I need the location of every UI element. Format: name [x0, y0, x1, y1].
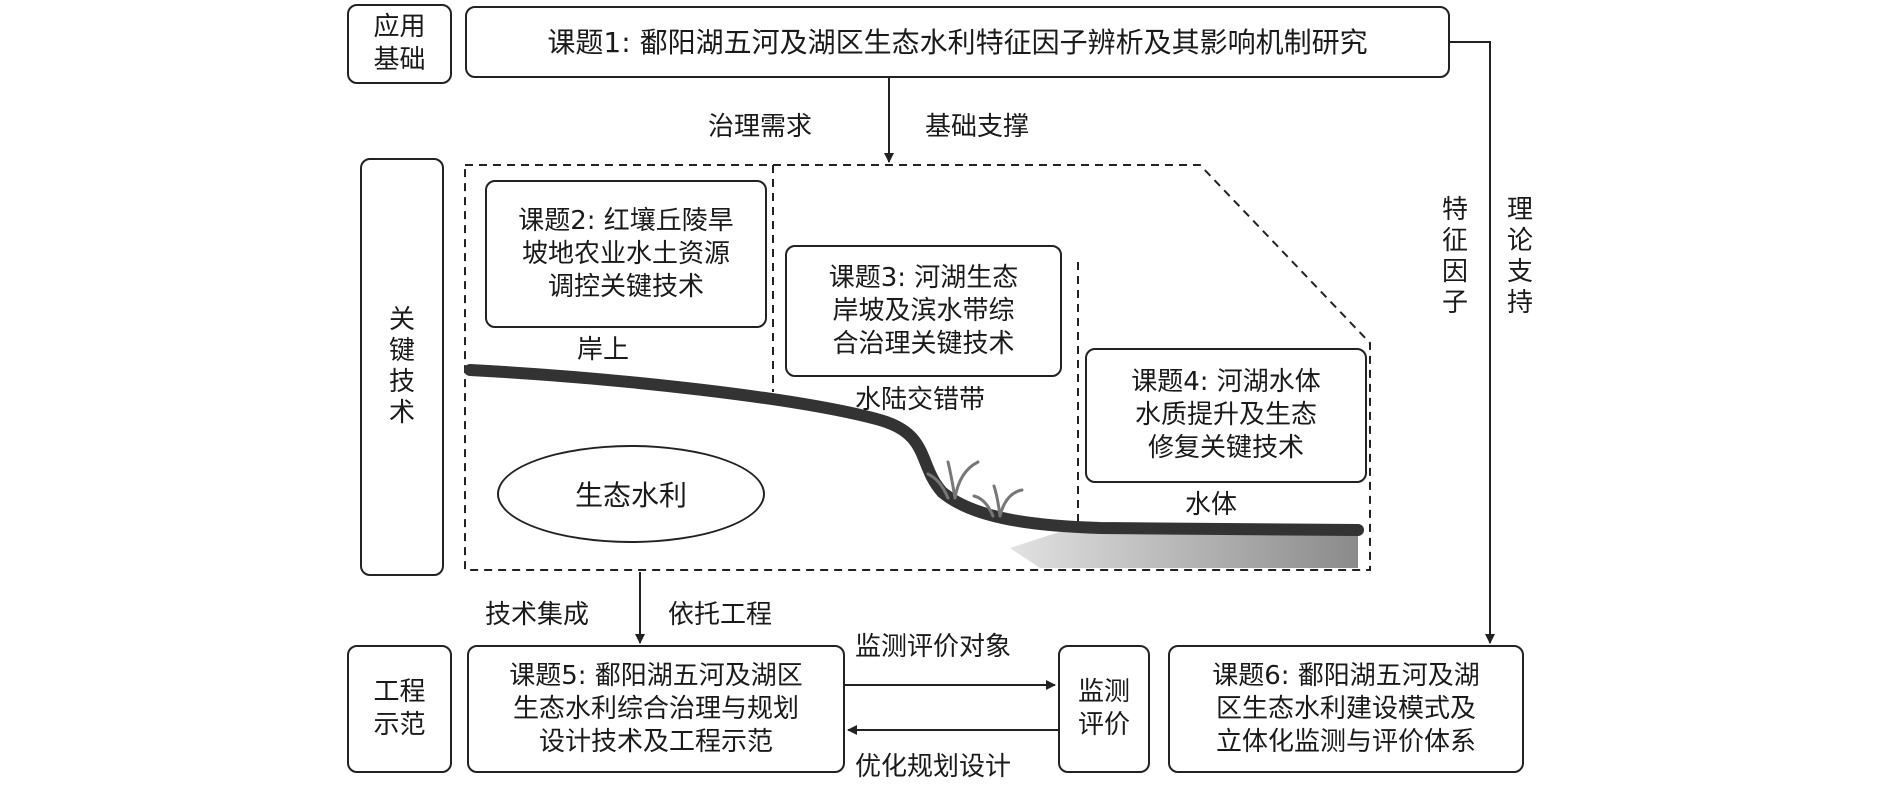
- flow-label-theory-support: 理论支持: [1506, 195, 1533, 318]
- flow-label-governance-demand: 治理需求: [708, 112, 813, 142]
- topic-4-box: 课题4: 河湖水体 水质提升及生态 修复关键技术: [1085, 348, 1367, 483]
- topic-6-box: 课题6: 鄱阳湖五河及湖 区生态水利建设模式及 立体化监测与评价体系: [1168, 645, 1524, 773]
- zone-label-upland: 岸上: [577, 335, 630, 365]
- zone-label-transition: 水陆交错带: [855, 385, 986, 415]
- zone-label-water: 水体: [1185, 490, 1238, 520]
- flow-label-tech-integration: 技术集成: [485, 600, 590, 630]
- engineering-demo-label: 工程 示范: [347, 645, 452, 773]
- topic-2-box: 课题2: 红壤丘陵旱 坡地农业水土资源 调控关键技术: [485, 180, 767, 328]
- monitor-evaluation-box: 监测 评价: [1058, 645, 1150, 773]
- key-technology-label: 关键技术: [360, 158, 444, 576]
- flow-label-monitor-objects: 监测评价对象: [855, 632, 1012, 662]
- flow-label-basic-support: 基础支撑: [925, 112, 1030, 142]
- topic-5-box: 课题5: 鄱阳湖五河及湖区 生态水利综合治理与规划 设计技术及工程示范: [467, 645, 845, 773]
- water-body: [1010, 526, 1358, 568]
- topic-1-box: 课题1: 鄱阳湖五河及湖区生态水利特征因子辨析及其影响机制研究: [465, 6, 1450, 78]
- riverbank-slope: [464, 364, 1364, 536]
- flow-label-optimize-design: 优化规划设计: [855, 752, 1012, 782]
- ecological-water-ellipse: 生态水利: [497, 445, 765, 543]
- arrow-t1-to-t6: [1450, 41, 1495, 644]
- flow-label-feature-factors: 特征因子: [1441, 195, 1468, 318]
- key-tech-region-outline: [464, 164, 1371, 571]
- application-basis-label: 应用 基础: [347, 4, 452, 84]
- topic-3-box: 课题3: 河湖生态 岸坡及滨水带综 合治理关键技术: [785, 245, 1062, 377]
- reed-plant-icon: [926, 460, 1024, 518]
- flow-label-engineering-reliance: 依托工程: [668, 600, 773, 630]
